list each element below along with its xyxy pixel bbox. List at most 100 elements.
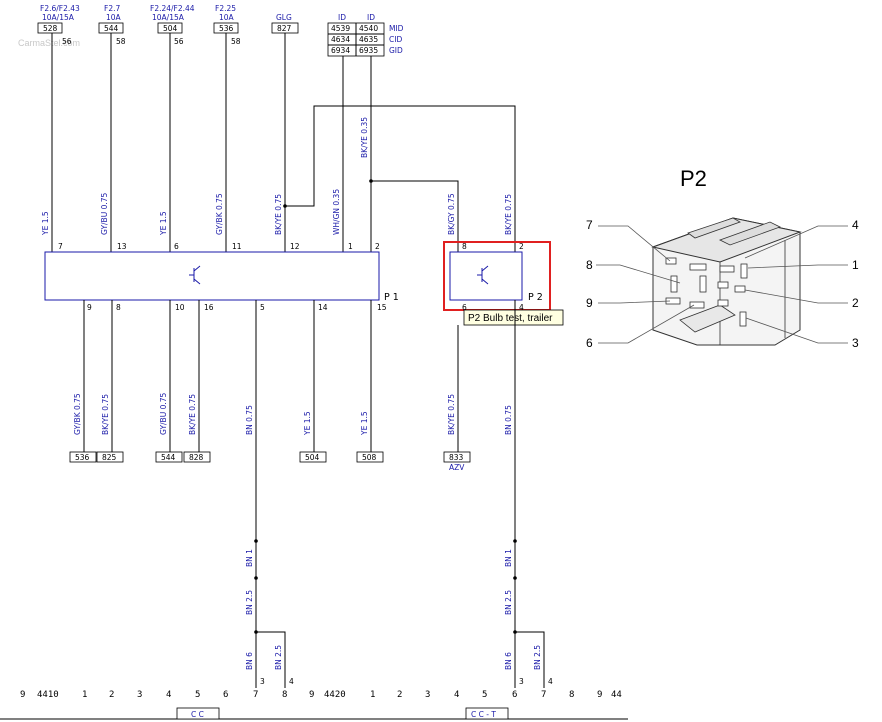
- module-p1[interactable]: P 1: [44, 251, 399, 303]
- fuse-3-line1: F2.24/F2.44: [150, 4, 195, 13]
- fuse-3-line2: 10A/15A: [152, 13, 185, 22]
- wire-color-label: GY/BU 0.75: [159, 393, 168, 435]
- wire-color-label: GY/BK 0.75: [73, 393, 82, 435]
- row-number: 9: [309, 690, 314, 700]
- wire-color-label: BN 6: [504, 652, 513, 670]
- fuse-1-line1: F2.6/F2.43: [40, 4, 80, 13]
- pin-number: 8: [462, 242, 467, 251]
- pin-number: 6: [462, 303, 467, 312]
- p1-bottom-pin-numbers: 9 8 10 16 5 14 15: [87, 303, 387, 312]
- watermark: CarmaStel.com: [18, 38, 80, 48]
- id-row2-tag: CID: [389, 35, 402, 44]
- wire-color-label: BK/GY 0.75: [447, 193, 456, 235]
- fuse-1-box-text: 528: [43, 24, 58, 33]
- row-number: 4420: [324, 690, 346, 700]
- fuse-1-box: [37, 22, 63, 34]
- fuse-4-line2: 10A: [219, 13, 235, 22]
- pin-number: 16: [204, 303, 214, 312]
- row-number: 3: [425, 690, 430, 700]
- fuse-4-box-text: 536: [219, 24, 234, 33]
- row-number: 8: [569, 690, 574, 700]
- module-p1-label: P 1: [384, 292, 399, 303]
- pin-number: 13: [117, 242, 127, 251]
- pin-number: 11: [232, 242, 242, 251]
- row-number: 2: [397, 690, 402, 700]
- id-header-a: ID: [338, 13, 346, 22]
- p2-title: P2: [680, 166, 707, 191]
- cc-left-label: C C: [191, 710, 204, 719]
- wire-color-label: BN 6: [245, 652, 254, 670]
- connector-pin-label: 7: [586, 218, 593, 232]
- connector-pin-label: 6: [586, 336, 593, 350]
- wire-color-label: BN 0.75: [245, 405, 254, 435]
- bottom-row-numbers: 9 4410 1 2 3 4 5 6 7 8 9 4420 1 2 3 4 5 …: [20, 690, 622, 700]
- row-number: 7: [253, 690, 258, 700]
- pin-number: 4: [519, 303, 524, 312]
- wire-end-box: [356, 451, 384, 463]
- p1-top-pin-numbers: 7 13 6 11 12 1 2: [58, 242, 380, 251]
- transistor-icon: [477, 265, 489, 285]
- bottom-boxes: 536 825 544 828 504 508 833 AZV: [69, 451, 471, 472]
- pin-number: 3: [519, 677, 524, 686]
- tooltip-text: P2 Bulb test, trailer: [468, 313, 553, 324]
- fuse-3-box-text: 504: [163, 24, 178, 33]
- wire-color-label: BN 2.5: [504, 590, 513, 615]
- cc-right-box: C C - T: [465, 707, 509, 720]
- wire-color-label: BN 0.75: [504, 405, 513, 435]
- fuse-4-line1: F2.25: [215, 4, 236, 13]
- row-number: 44: [611, 690, 622, 700]
- fuse-2-line2: 10A: [106, 13, 122, 22]
- p2-bottom-wire-labels: BK/YE 0.75 BN 0.75: [447, 394, 513, 435]
- transistor-icon: [189, 265, 201, 285]
- row-number: 4: [454, 690, 459, 700]
- wire-color-label: YE 1.5: [159, 211, 168, 236]
- wire-end-box-text: 825: [102, 453, 117, 462]
- pin-number: 2: [519, 242, 524, 251]
- wire-end-box: [443, 451, 471, 463]
- wire-color-label: BK/YE 0.75: [101, 394, 110, 435]
- id-row2-a: 4634: [331, 35, 350, 44]
- pin-number: 7: [58, 242, 63, 251]
- wire-end-box-text: 508: [362, 453, 377, 462]
- module-p2[interactable]: P 2: [443, 241, 551, 311]
- p2-bottom-pin-numbers: 6 4: [462, 303, 524, 312]
- connector-pin-label: 9: [586, 296, 593, 310]
- pin-number: 14: [318, 303, 328, 312]
- id-row3-tag: GID: [389, 46, 403, 55]
- glg-label: GLG: [276, 13, 292, 22]
- wire-color-label: BN 1: [245, 549, 254, 567]
- id-row3-a: 6934: [331, 46, 350, 55]
- fuse-2-box-text: 544: [104, 24, 119, 33]
- top-fuse-1: F2.6/F2.43 10A/15A 528 56: [37, 4, 80, 46]
- wire-color-label: WH/GN 0.35: [332, 189, 341, 235]
- wire-color-label: BK/YE 0.75: [274, 194, 283, 235]
- row-number: 3: [137, 690, 142, 700]
- wire-color-label: BK/YE 0.35: [360, 117, 369, 158]
- fuse-1-line2: 10A/15A: [42, 13, 75, 22]
- row-number: 9: [597, 690, 602, 700]
- pin-number: 8: [116, 303, 121, 312]
- row-number: 5: [195, 690, 200, 700]
- p1-top-wire-labels: YE 1.5 GY/BU 0.75 YE 1.5 GY/BK 0.75 BK/Y…: [41, 117, 369, 236]
- wire-end-box-text: 504: [305, 453, 320, 462]
- fuse-1-pin: 56: [62, 37, 72, 46]
- bottom-wires: [83, 300, 545, 688]
- wire-color-label: GY/BU 0.75: [100, 193, 109, 235]
- row-number: 7: [541, 690, 546, 700]
- id-table: ID ID 4539 4540 MID 4634 4635 CID 6934 6…: [327, 13, 404, 57]
- wire-color-label: GY/BK 0.75: [215, 193, 224, 235]
- pin-number: 1: [348, 242, 353, 251]
- pin-number: 10: [175, 303, 185, 312]
- pin-number: 15: [377, 303, 387, 312]
- ground-right-labels: BN 1 BN 2.5 BN 6 BN 2.5 3 4: [504, 549, 553, 686]
- connector-pin-label: 4: [852, 218, 859, 232]
- p2-connector-illustration: P2: [586, 166, 859, 350]
- row-number: 5: [482, 690, 487, 700]
- id-row1-a: 4539: [331, 24, 350, 33]
- fuse-2-pin: 58: [116, 37, 126, 46]
- fuse-4-pin: 58: [231, 37, 241, 46]
- id-row1-b: 4540: [359, 24, 378, 33]
- glg-connector: GLG 827: [271, 13, 299, 34]
- connector-pin-label: 1: [852, 258, 859, 272]
